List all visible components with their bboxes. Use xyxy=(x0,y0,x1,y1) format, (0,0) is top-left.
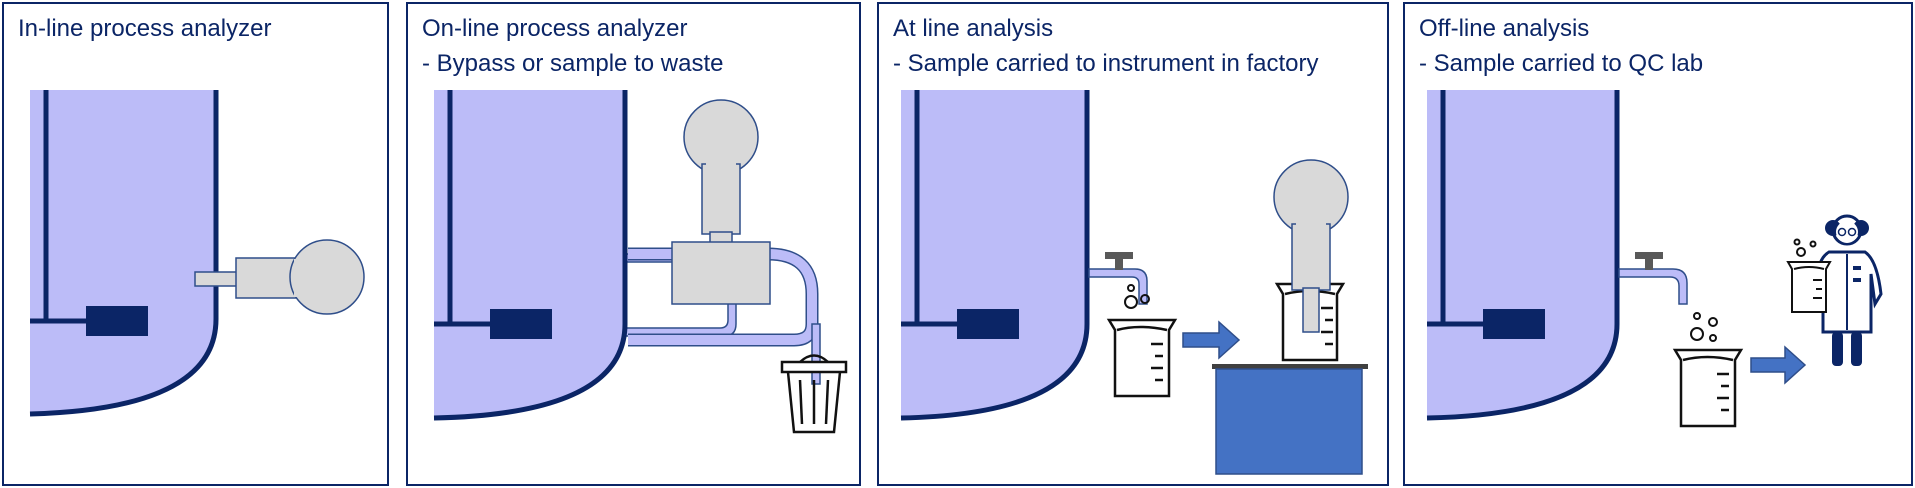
panel-title: In-line process analyzer xyxy=(18,15,272,42)
off-line-diagram xyxy=(1426,90,1883,428)
tap-valve-icon xyxy=(1088,252,1148,305)
droplets-icon xyxy=(1690,312,1718,342)
stirrer-icon xyxy=(901,90,1019,339)
panel-title: On-line process analyzer xyxy=(422,15,688,42)
waste-bin-icon xyxy=(780,354,848,434)
on-line-diagram xyxy=(433,90,848,434)
lab-bench-icon xyxy=(1212,364,1368,475)
panel-subtitle: - Bypass or sample to waste xyxy=(422,50,724,77)
beaker-icon xyxy=(1786,238,1832,313)
panel-title: Off-line analysis xyxy=(1419,15,1590,42)
stirrer-icon xyxy=(1427,90,1545,339)
on-line-analyzer-icon xyxy=(671,99,771,305)
tank-icon xyxy=(29,90,219,417)
probe-analyzer-icon xyxy=(194,239,365,315)
panel-on-line: On-line process analyzer - Bypass or sam… xyxy=(406,2,861,486)
droplets-icon xyxy=(1124,284,1150,309)
panel-in-line: In-line process analyzer xyxy=(2,2,389,486)
panel-at-line: At line analysis - Sample carried to ins… xyxy=(877,2,1389,486)
scientist-icon xyxy=(1815,214,1883,366)
tap-valve-icon xyxy=(1618,252,1688,305)
arrow-icon xyxy=(1750,345,1807,385)
tank-icon xyxy=(900,90,1090,421)
beaker-icon xyxy=(1106,318,1178,398)
tank-icon xyxy=(433,90,628,421)
panel-subtitle: - Sample carried to QC lab xyxy=(1419,50,1704,77)
arrow-icon xyxy=(1182,320,1241,360)
in-line-diagram xyxy=(29,90,365,417)
at-line-analyzer-icon xyxy=(1273,159,1349,333)
stirrer-icon xyxy=(434,90,552,339)
panel-subtitle: - Sample carried to instrument in factor… xyxy=(893,50,1319,77)
beaker-icon xyxy=(1672,348,1744,428)
panel-title: At line analysis xyxy=(893,15,1054,42)
at-line-diagram xyxy=(900,90,1368,475)
stirrer-icon xyxy=(30,90,148,336)
panel-off-line: Off-line analysis - Sample carried to QC… xyxy=(1403,2,1913,486)
tank-icon xyxy=(1426,90,1620,421)
bypass-loop-icon xyxy=(628,247,821,385)
